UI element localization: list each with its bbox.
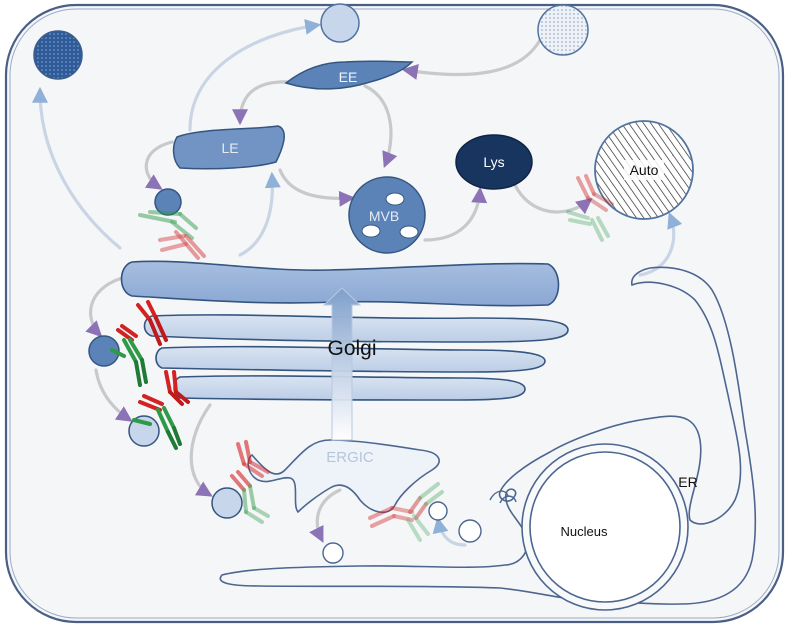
- nucleus: [529, 451, 681, 603]
- golgi-vesicle-3: [211, 487, 243, 519]
- ergic: [247, 439, 440, 514]
- er-vesicle-2: [428, 501, 448, 521]
- arrow-golgi-to-vesicle-3: [189, 403, 213, 497]
- antibody-autophagosome: [566, 174, 614, 242]
- ergic-label: ERGIC: [326, 449, 374, 466]
- arrow-er-to-ergic: [432, 516, 467, 547]
- ee-label: EE: [339, 69, 358, 85]
- arrow-le-to-top-vesicle: [188, 18, 322, 132]
- arrow-mvb-to-lys: [423, 186, 488, 242]
- golgi-label: Golgi: [327, 337, 376, 360]
- antibody-er: [368, 482, 444, 542]
- endocytic-vesicle-topright: [537, 4, 589, 56]
- auto-label: Auto: [630, 162, 659, 178]
- antibody-golgi-vesicle-3: [230, 440, 270, 524]
- arrow-golgi-to-vesicle-1: [85, 276, 124, 338]
- arrow-ee-to-mvb: [363, 84, 398, 168]
- arrow-er-to-auto: [638, 212, 683, 277]
- early-endosome: [284, 60, 414, 90]
- mvb-label: MVB: [369, 208, 399, 224]
- mvb-vesicle-1: [385, 192, 405, 206]
- lysosome: [455, 134, 533, 190]
- arrow-ee-to-le: [232, 80, 292, 126]
- golgi-cisterna-1: [120, 260, 560, 307]
- auto-label-bg: [624, 160, 664, 180]
- trafficking-arrows: [32, 18, 683, 547]
- cell-membrane-inner: [9, 8, 780, 619]
- vesicle-top: [320, 3, 360, 43]
- golgi-transport-arrow: [322, 287, 362, 441]
- arrow-golgi-to-le: [238, 171, 281, 257]
- antibody-golgi-vesicle-1: [110, 300, 168, 387]
- arrow-le-to-mvb: [278, 168, 356, 207]
- nucleus-label: Nucleus: [561, 524, 608, 539]
- arrow-endocytic-to-ee: [401, 38, 542, 80]
- mvb-vesicle-3: [399, 225, 419, 239]
- mvb-vesicle-2: [361, 224, 381, 238]
- arrow-lys-to-auto: [513, 183, 593, 215]
- arrow-le-to-vesicle: [144, 140, 174, 190]
- endoplasmic-reticulum: [219, 266, 757, 605]
- late-endosome: [172, 125, 285, 170]
- golgi-vesicle-1: [88, 335, 120, 367]
- er-vesicle-1: [458, 519, 482, 543]
- arrow-ergic-to-vesicle: [309, 488, 342, 543]
- lys-label: Lys: [483, 154, 504, 170]
- er-label: ER: [678, 474, 697, 490]
- arrow-vesicle-1-to-vesicle-2: [94, 368, 133, 422]
- antibody-golgi-vesicle-2: [132, 370, 190, 450]
- le-vesicle: [154, 188, 182, 216]
- antibody-le-vesicle: [138, 210, 206, 260]
- ergic-vesicle: [322, 542, 344, 564]
- er-fold-1: [489, 490, 517, 504]
- secretory-vesicle-topleft: [33, 30, 83, 80]
- le-label: LE: [221, 140, 238, 156]
- arrow-golgi-to-secretory-vesicle: [32, 86, 122, 250]
